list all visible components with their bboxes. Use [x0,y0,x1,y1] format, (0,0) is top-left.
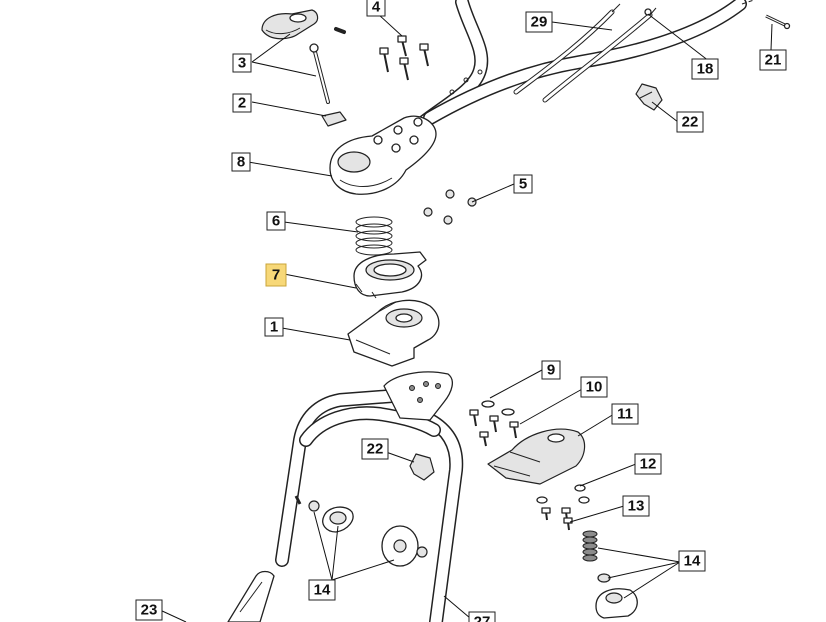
svg-text:8: 8 [237,154,245,171]
svg-text:12: 12 [640,456,657,473]
callout-10: 10 [580,376,608,398]
lever-3 [261,9,346,104]
callout-1: 1 [264,317,284,337]
callout-21: 21 [759,49,787,71]
svg-text:22: 22 [367,441,384,458]
callout-12: 12 [634,453,662,475]
housing-8 [329,115,437,195]
svg-text:14: 14 [684,553,701,570]
bolt-21 [765,14,791,30]
callout-22-upper: 22 [676,111,704,133]
callout-29: 29 [525,11,553,33]
callout-4: 4 [366,0,386,17]
callout-7-highlighted: 7 [265,263,287,287]
callout-9: 9 [541,360,561,380]
callout-5: 5 [513,174,533,194]
ring-plate-7 [353,251,427,299]
svg-text:11: 11 [617,406,633,423]
callout-13: 13 [622,495,650,517]
callout-18: 18 [691,58,719,80]
knobs-14-right [582,530,638,619]
svg-text:9: 9 [547,362,555,379]
svg-text:13: 13 [628,498,645,515]
svg-text:23: 23 [141,602,158,619]
svg-text:6: 6 [272,213,280,230]
svg-text:29: 29 [531,14,548,31]
svg-text:2: 2 [238,95,246,112]
housing-1 [347,299,440,367]
callout-22-lower: 22 [361,438,389,460]
svg-text:22: 22 [682,114,699,131]
svg-text:27: 27 [474,614,491,622]
control-cables [513,3,657,103]
fasteners-12-13 [536,484,590,531]
nuts-5 [423,189,477,225]
lower-handlebar [275,371,464,622]
fasteners-9-10 [469,400,519,447]
callout-11: 11 [611,403,639,425]
clip-22-upper [635,83,663,111]
callout-23: 23 [135,599,163,621]
svg-text:4: 4 [372,0,381,16]
callout-27: 27 [468,611,496,622]
svg-text:18: 18 [697,61,714,78]
upper-handlebar [413,0,756,132]
bolts-4 [379,35,429,81]
callout-6: 6 [266,211,286,231]
svg-text:10: 10 [586,379,603,396]
spring-6 [355,216,393,256]
svg-text:21: 21 [765,52,782,69]
clip-22-lower [409,453,435,481]
callout-3: 3 [232,53,252,73]
cover-11 [487,428,586,485]
svg-text:7: 7 [272,267,280,284]
knobs-14-left [308,500,428,567]
callout-14-left: 14 [308,579,336,601]
callout-2: 2 [232,93,252,113]
svg-text:1: 1 [270,319,278,336]
svg-text:3: 3 [238,55,246,72]
svg-text:5: 5 [519,176,527,193]
plate-2 [321,111,347,127]
svg-text:14: 14 [314,582,331,599]
plate-23 [227,570,275,622]
callout-14-right: 14 [678,550,706,572]
callout-8: 8 [231,152,251,172]
